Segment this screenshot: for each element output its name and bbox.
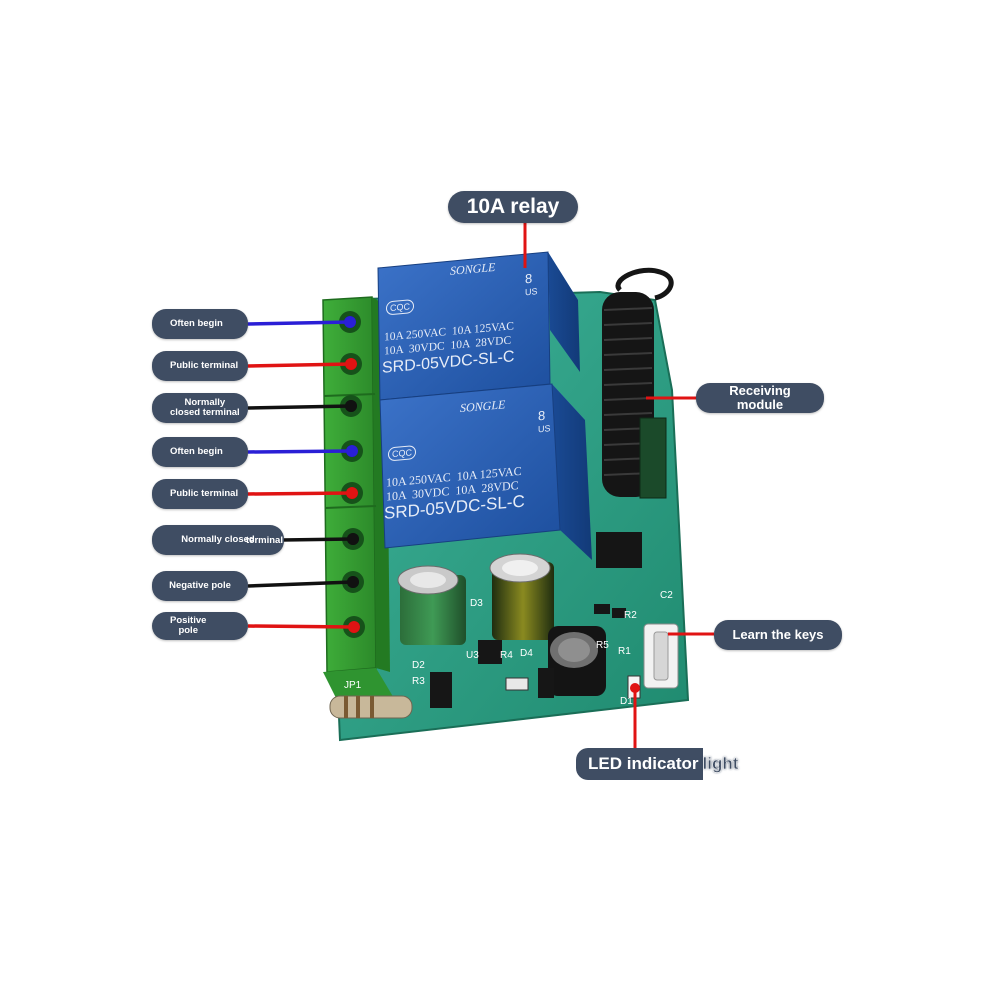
pcb-mark-2: R3 xyxy=(412,676,425,687)
ic-chip xyxy=(596,532,642,568)
terminal-label-4: Often begin xyxy=(152,437,248,467)
relay-top xyxy=(377,251,580,401)
wire-dot-1 xyxy=(344,316,356,328)
pcb-mark-5: U3 xyxy=(466,650,479,661)
relay-bottom-us: US xyxy=(538,423,551,435)
inductor xyxy=(548,626,606,696)
pcb-mark-3: JP1 xyxy=(344,680,362,691)
relay-bottom-text: SONGLE CQC 8 US 10A 250VAC 10A 125VAC 10… xyxy=(382,382,560,538)
receiving-module-label: Receiving module xyxy=(696,383,824,413)
relay-top-text: SONGLE CQC 8 US 10A 250VAC 10A 125VAC 10… xyxy=(380,251,550,396)
wire-dot-6 xyxy=(347,533,359,545)
pcb-mark-10: D1 xyxy=(620,696,633,707)
fuse-resistor xyxy=(329,695,413,719)
wire-6 xyxy=(281,537,354,542)
receiver-chip xyxy=(639,417,667,499)
terminal-label-1: Often begin xyxy=(152,309,248,339)
pcb-mark-9: R1 xyxy=(618,646,631,657)
terminal-label-2: Public terminal xyxy=(152,351,248,381)
relay-top-cert: CQC xyxy=(386,299,414,316)
wire-group xyxy=(247,316,360,633)
pcb-mark-7: R4 xyxy=(500,650,513,661)
terminal-label-7: Negative pole xyxy=(152,571,248,601)
callout-lines xyxy=(523,222,714,750)
wire-dot-7 xyxy=(347,576,359,588)
wire-dot-4 xyxy=(346,445,358,457)
pcb-mark-1: D2 xyxy=(412,660,425,671)
wire-1 xyxy=(247,320,351,326)
terminal-label-6-overflow: terminal xyxy=(246,535,283,546)
relay-bottom xyxy=(379,383,592,560)
relay-label: 10A relay xyxy=(448,191,578,223)
relay-top-ul: 8 xyxy=(525,270,533,287)
pcb-mark-6: D4 xyxy=(520,648,533,659)
pcb-mark-11: C2 xyxy=(660,590,673,601)
terminal-label-3: Normally closed terminal xyxy=(152,393,248,423)
wire-dot-2 xyxy=(345,358,357,370)
wire-5 xyxy=(247,491,353,496)
learn-button[interactable] xyxy=(643,623,679,689)
led-indicator-dot xyxy=(630,683,640,693)
pcb-mark-8: R5 xyxy=(596,640,609,651)
pcb-mark-4: D3 xyxy=(470,598,483,609)
wire-8 xyxy=(247,624,355,629)
wire-4 xyxy=(247,449,353,454)
wire-7 xyxy=(247,580,354,588)
led-indicator-label-overflow: light xyxy=(702,754,739,774)
terminal-label-8: Positive pole xyxy=(152,612,248,640)
relay-bottom-cert: CQC xyxy=(388,445,416,462)
capacitor-right xyxy=(489,553,554,640)
relay-bottom-brand: SONGLE xyxy=(460,397,506,416)
wire-2 xyxy=(247,362,352,368)
wire-dot-5 xyxy=(346,487,358,499)
terminal-label-6: Normally closed xyxy=(152,525,284,555)
relay-top-us: US xyxy=(525,286,538,298)
relay-bottom-ul: 8 xyxy=(538,407,546,424)
capacitor-left xyxy=(397,565,466,645)
learn-keys-label: Learn the keys xyxy=(714,620,842,650)
led-indicator-label: LED indicator light xyxy=(576,748,739,780)
relay-top-brand: SONGLE xyxy=(450,259,496,278)
pcb-mark-12: R2 xyxy=(624,610,637,621)
wire-dot-3 xyxy=(345,400,357,412)
terminal-label-5: Public terminal xyxy=(152,479,248,509)
wire-dot-8 xyxy=(348,621,360,633)
led-indicator-label-text: LED indicator xyxy=(576,748,703,780)
wire-3 xyxy=(247,404,352,410)
